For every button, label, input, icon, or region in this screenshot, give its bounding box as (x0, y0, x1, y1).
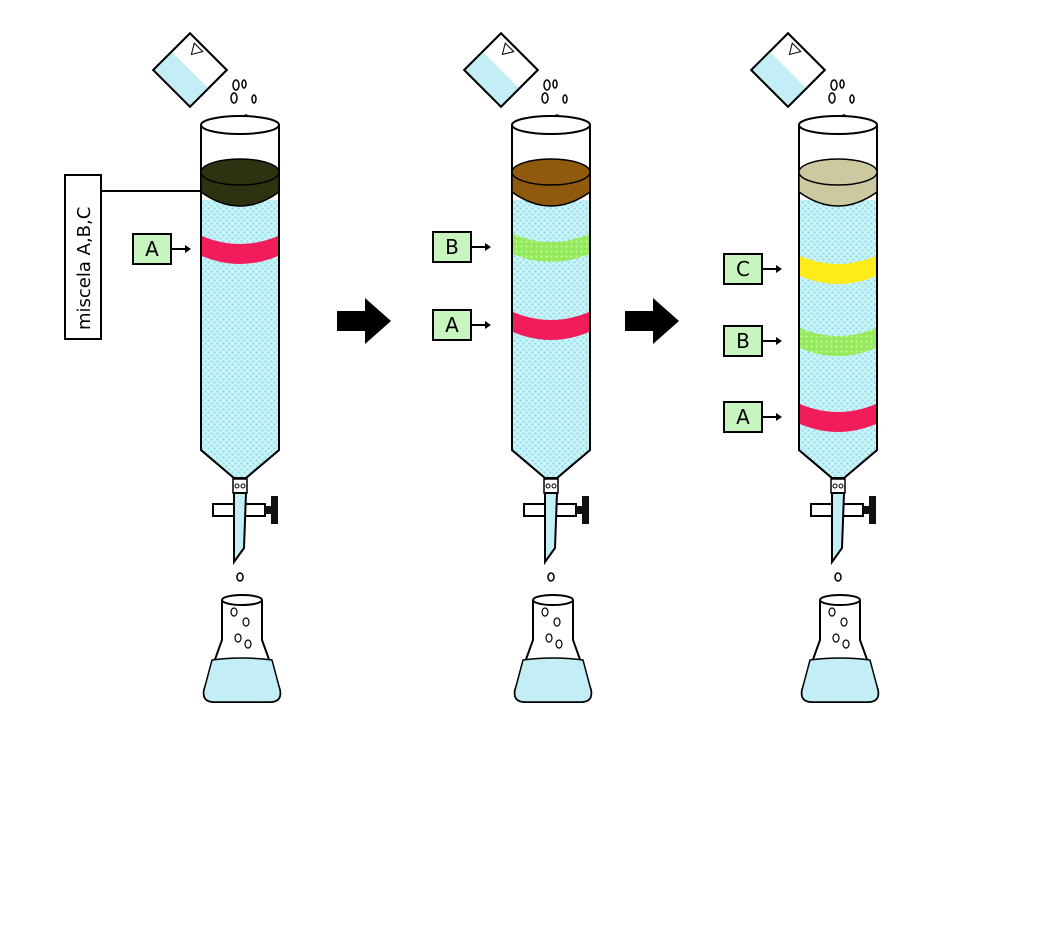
drop (828, 92, 836, 104)
pouring-beaker-icon (151, 31, 229, 109)
band-A (202, 236, 278, 264)
band-label-text: B (736, 329, 750, 353)
right-arrow-icon (337, 298, 391, 344)
band-label-text: A (145, 237, 159, 261)
column-packing (202, 200, 278, 477)
bubble (840, 617, 848, 627)
column-stage-3: C B A (723, 31, 880, 703)
band-label-B: B (432, 231, 491, 263)
drop (547, 572, 555, 582)
band-label-text: C (736, 257, 750, 281)
band-A (513, 312, 589, 340)
drop (230, 92, 238, 104)
drop (541, 92, 549, 104)
bubble (244, 639, 252, 649)
drop (241, 79, 247, 89)
band-label-A: A (723, 401, 782, 433)
stopcock-icon (523, 478, 589, 566)
drop (839, 79, 845, 89)
band-A (800, 404, 876, 432)
mixture-layer-top (511, 158, 591, 186)
stopcock-icon (810, 478, 876, 566)
drop (251, 94, 257, 104)
column-rim (798, 115, 878, 135)
bubble (541, 607, 549, 617)
mixture-layer-top (200, 158, 280, 186)
drop (562, 94, 568, 104)
band-label-B: B (723, 325, 782, 357)
mixture-label-group: miscela A,B,C (64, 174, 203, 340)
band-label-text: B (445, 235, 459, 259)
band-label-C: C (723, 253, 782, 285)
erlenmeyer-flask-icon (513, 594, 593, 703)
mixture-label: miscela A,B,C (74, 207, 95, 330)
bubble (553, 617, 561, 627)
drop (849, 94, 855, 104)
erlenmeyer-flask-icon (202, 594, 282, 703)
pouring-beaker-icon (462, 31, 540, 109)
band-B (800, 328, 876, 356)
drop (236, 572, 244, 582)
drop (834, 572, 842, 582)
pouring-beaker-icon (749, 31, 827, 109)
bubble (555, 639, 563, 649)
drop (830, 79, 838, 91)
bubble (828, 607, 836, 617)
drop (543, 79, 551, 91)
bubble (230, 607, 238, 617)
bubble (545, 633, 553, 643)
mixture-label-box (64, 174, 102, 340)
erlenmeyer-flask-icon (800, 594, 880, 703)
mixture-layer-top (798, 158, 878, 186)
band-B (513, 234, 589, 262)
column-rim (200, 115, 280, 135)
column-rim (511, 115, 591, 135)
stopcock-icon (212, 478, 278, 566)
drop (552, 79, 558, 89)
band-C (800, 256, 876, 284)
bubble (242, 617, 250, 627)
bubble (234, 633, 242, 643)
band-label-text: A (736, 405, 750, 429)
band-label-text: A (445, 313, 459, 337)
bubble (832, 633, 840, 643)
bubble (842, 639, 850, 649)
band-label-A: A (132, 233, 191, 265)
drop (232, 79, 240, 91)
right-arrow-icon (625, 298, 679, 344)
band-label-A: A (432, 309, 491, 341)
column-stage-2: BA (432, 31, 593, 703)
column-stage-1: A (132, 31, 282, 703)
